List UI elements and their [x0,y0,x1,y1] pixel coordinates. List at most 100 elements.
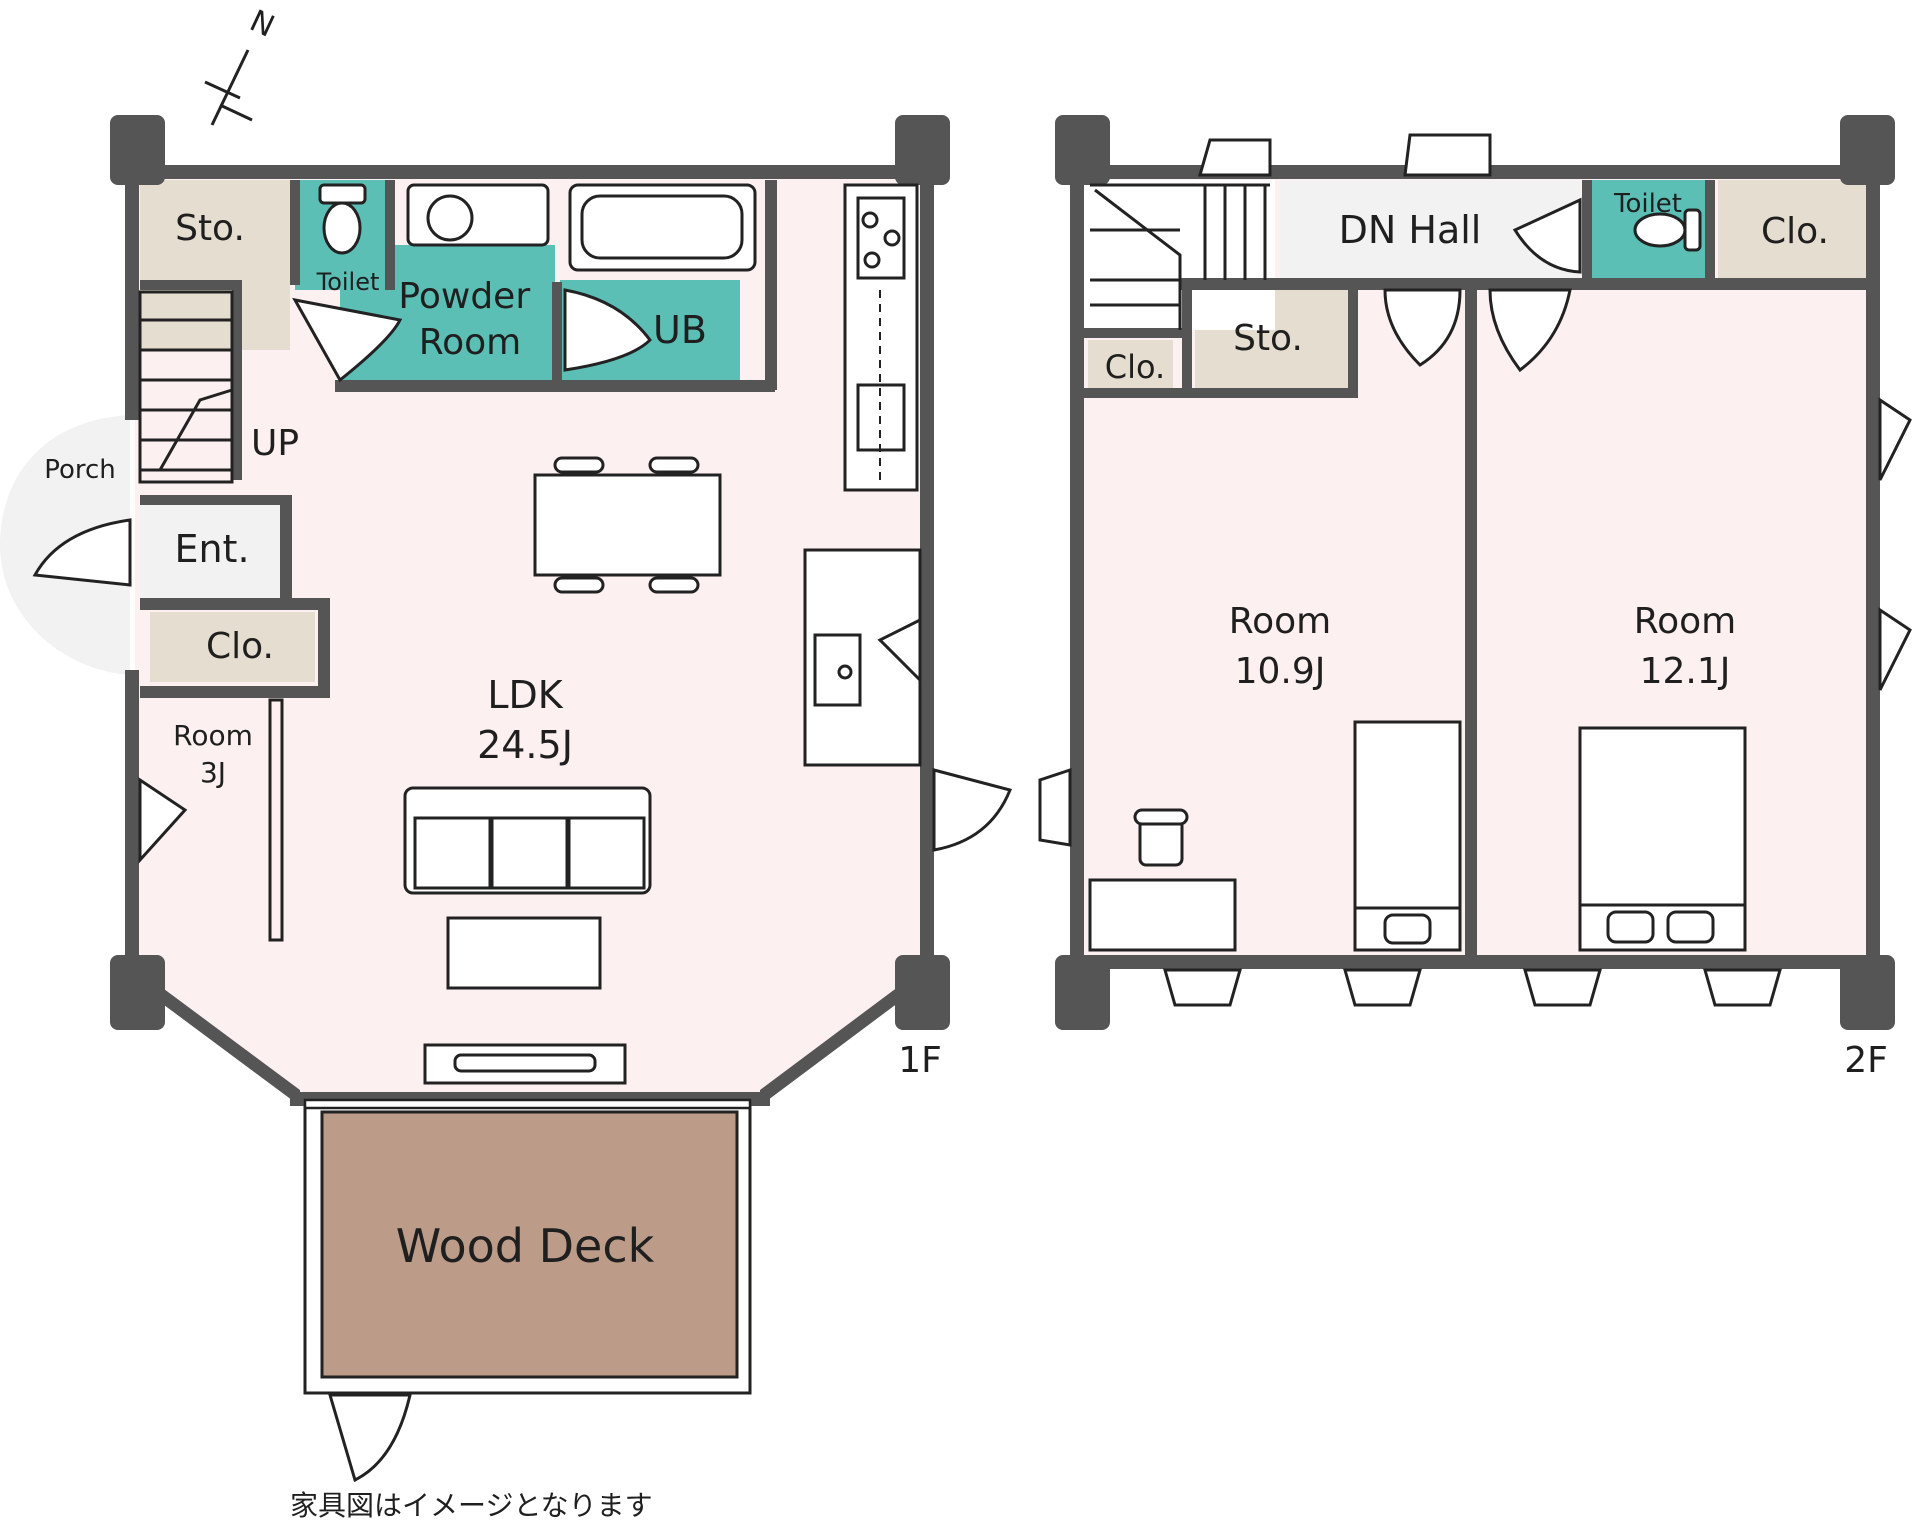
f1-up-label: UP [251,423,299,464]
f2-wall-hall-south [1180,278,1880,290]
f1-wall-stair-east [232,280,242,480]
f1-wall-wet-west [290,180,300,285]
f1-ub-label: UB [653,308,707,352]
f1-post-sw [110,955,165,1030]
f2-south-window-1 [1163,968,1242,1007]
f1-wall-sto-south [140,280,240,290]
f2-bed-single [1353,720,1462,952]
f1-washbasin-bowl [426,194,474,242]
furniture-note: 家具図はイメージとなります [290,1489,653,1522]
f2-north-window-1 [1198,138,1272,177]
floor-2 [1038,115,1912,1030]
f1-wood-deck-label: Wood Deck [396,1219,655,1273]
f2-wall-toilet-west [1582,180,1592,280]
f2-chair [1138,818,1184,867]
f1-post-ne [895,115,950,185]
f1-sofa [403,786,652,895]
f1-wall-clo-box [140,598,330,610]
f1-closet-label: Clo. [206,626,274,667]
f1-dining-set [533,456,722,594]
f2-toilet-tank [1683,208,1702,252]
f2-storage-label: Sto. [1233,318,1303,359]
f2-desk [1088,878,1237,952]
f1-toilet-label: Toilet [316,268,380,296]
f1-ldk-name: LDK [487,673,563,717]
f2-toilet-door [1512,197,1582,274]
f2-room-a-size: 10.9J [1235,651,1326,692]
f1-porch-label: Porch [44,455,116,485]
f1-entrance-label: Ent. [174,527,249,571]
f2-north-window-2 [1403,133,1492,177]
f2-wall-sto-south [1084,388,1358,398]
floor-1 [0,115,1013,1483]
f2-stairs [1090,183,1270,330]
f1-east-door [932,768,1013,852]
f2-west-door [1038,767,1072,847]
f1-kitchen-counter [843,183,919,492]
f2-east-window-1 [1878,397,1912,481]
f2-wall-stair-south [1084,328,1184,338]
f1-room-size: 3J [200,756,226,789]
f2-room-b-door [1488,288,1572,373]
f1-powder-room-line1: Powder [398,276,530,317]
f1-wall-sw-diag [125,960,300,1106]
f2-post-ne [1840,115,1895,185]
f1-wall-west-lower [125,670,139,970]
f1-wall-north [120,165,940,179]
f1-east-window-1 [877,617,922,684]
floor-1-labels: Sto. Toilet Powder Room UB UP Porch Ent.… [44,208,942,1273]
f2-room-b-name: Room [1634,601,1737,642]
f1-wall-powder-ub [552,282,562,387]
f2-south-window-3 [1523,968,1602,1007]
f1-wall-ent-north [140,495,290,505]
f1-bathtub-inner [580,194,744,260]
f1-floor-label: 1F [898,1040,942,1081]
f1-toilet-tank [318,183,367,205]
f2-wall-rooms-divider [1465,280,1477,960]
f2-south-window-2 [1343,968,1422,1007]
f2-room-a-name: Room [1229,601,1332,642]
f2-wall-east [1866,165,1880,970]
f1-closet-area [150,612,315,682]
f2-hall-label: DN Hall [1339,208,1482,252]
f1-entrance-area [140,505,285,600]
f1-stairs [138,290,234,484]
f1-wall-wet-east [765,180,777,390]
f1-wall-ent-east [280,495,292,605]
f2-closet-east-label: Clo. [1761,211,1829,252]
f1-toilet-door [292,297,403,383]
f2-room-a-door [1383,288,1462,367]
f1-wall-toilet-east [385,180,395,290]
f2-post-sw [1055,955,1110,1030]
f2-wall-sto-east [1348,280,1358,395]
f2-toilet-label: Toilet [1613,189,1682,219]
f2-post-se [1840,955,1895,1030]
f1-room-name: Room [173,719,253,752]
f1-wall-clo-south [140,686,330,698]
f1-tv [453,1053,597,1073]
floor-2-labels: DN Hall Toilet Clo. Sto. Clo. Room 10.9J… [1105,189,1888,1081]
f2-wall-west [1070,165,1084,970]
f2-south-window-4 [1703,968,1782,1007]
f1-room3j-partition [268,698,284,942]
f1-wood-deck [320,1110,739,1379]
f1-toilet-bowl [322,201,362,255]
f1-storage-label: Sto. [175,208,245,249]
f2-closet-east-area [1718,180,1868,280]
f2-post-nw [1055,115,1110,185]
f1-wall-west-upper [125,165,139,420]
f1-post-se [895,955,950,1030]
f1-storage-area [140,180,290,350]
f2-toilet-bowl [1633,212,1687,248]
f1-wall-se-diag [760,960,934,1106]
f1-post-nw [110,115,165,185]
f1-ldk-size: 24.5J [477,723,573,767]
f1-wall-clo-east [318,598,330,698]
f2-chair-back [1133,808,1189,826]
f2-wall-toilet-east [1705,180,1715,280]
f2-wall-sto-west [1182,280,1192,395]
f2-bed-double [1578,726,1747,952]
f1-entrance-door [32,518,132,587]
compass-label: N [244,3,279,44]
